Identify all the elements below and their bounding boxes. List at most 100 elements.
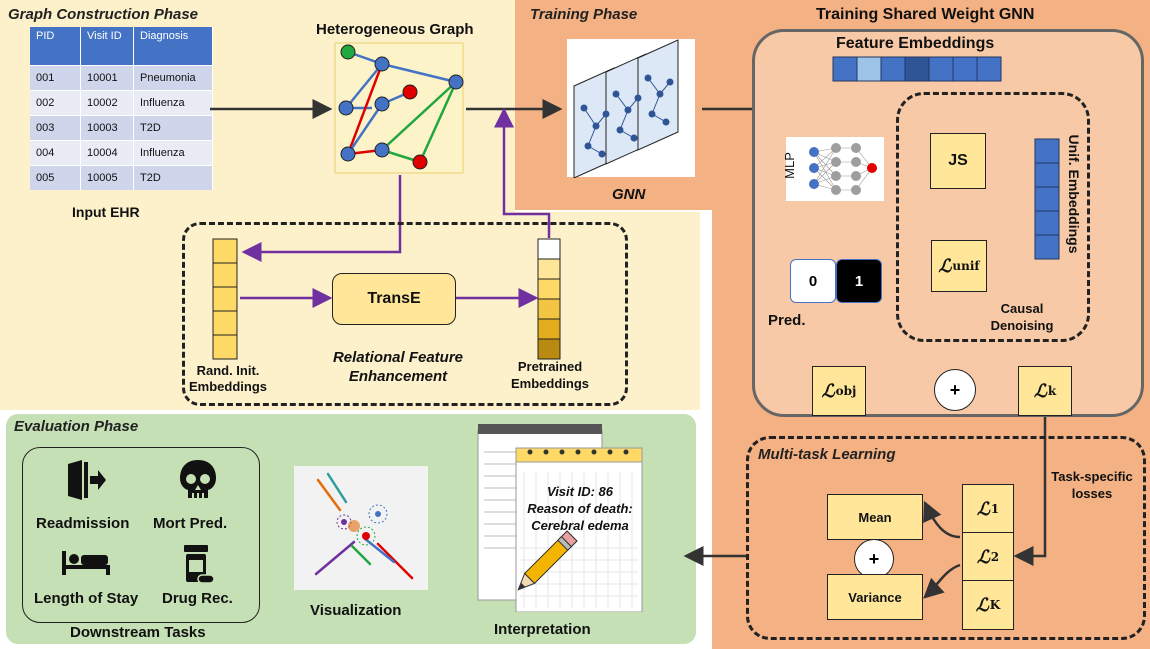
- relational-line2: Enhancement: [348, 368, 448, 385]
- pretrained-label: Pretrained Embeddings: [500, 358, 600, 392]
- task-specific-line1: Task-specific: [1051, 469, 1133, 484]
- mean-label: Mean: [858, 509, 892, 525]
- loss-2-sub: 2: [990, 550, 1000, 564]
- cell: 10004: [80, 140, 134, 166]
- cell: 001: [30, 65, 81, 91]
- cell: 10005: [80, 165, 134, 190]
- pred-zero-box: 0: [790, 259, 836, 303]
- cell: Influenza: [133, 90, 213, 116]
- loss-2-symbol: ℒ: [976, 546, 990, 568]
- multitask-box: [746, 436, 1146, 640]
- training-phase-title: Training Phase: [530, 6, 638, 23]
- input-ehr-caption: Input EHR: [72, 204, 140, 220]
- note-visit: Visit ID: 86: [547, 484, 613, 499]
- mlp-label: MLP: [781, 152, 797, 179]
- cell: Pneumonia: [133, 65, 213, 91]
- cell: T2D: [133, 165, 213, 190]
- loss-k-symbol: ℒ: [1033, 380, 1047, 402]
- exit-door-icon: [68, 460, 106, 500]
- mort-pred-label: Mort Pred.: [153, 515, 228, 532]
- col-header: PID: [30, 27, 81, 66]
- pred-one-label: 1: [854, 272, 864, 290]
- skull-icon: [180, 460, 216, 498]
- transe-label: TransE: [367, 290, 421, 307]
- mean-var-plus: +: [854, 539, 894, 579]
- relational-dashed-box: [182, 222, 628, 406]
- cell: 003: [30, 115, 81, 141]
- variance-label: Variance: [848, 589, 902, 605]
- unif-embeddings-label: Unif. Embeddings: [1066, 134, 1082, 254]
- loss-K-sub: K: [989, 598, 1001, 612]
- note-disease: Cerebral edema: [531, 518, 629, 533]
- interpretation-label: Interpretation: [494, 621, 591, 638]
- variance-box: Variance: [827, 574, 923, 620]
- causal-line1: Causal: [1000, 301, 1044, 316]
- cell: 005: [30, 165, 81, 190]
- pencil-icon: [517, 530, 578, 591]
- js-box: JS: [930, 133, 986, 189]
- pill-bottle-icon: [184, 545, 215, 584]
- visualization-label: Visualization: [310, 602, 402, 619]
- downstream-label: Downstream Tasks: [70, 624, 206, 641]
- causal-label: Causal Denoising: [982, 300, 1062, 334]
- rand-init-line1: Rand. Init.: [196, 363, 260, 378]
- pretrained-line2: Embeddings: [510, 376, 589, 391]
- cell: 10002: [80, 90, 134, 116]
- loss-1-symbol: ℒ: [976, 498, 990, 520]
- js-label: JS: [948, 152, 968, 169]
- plus-circle: +: [934, 369, 976, 411]
- loss-k-sub: k: [1047, 384, 1057, 398]
- drug-rec-label: Drug Rec.: [162, 590, 233, 607]
- cell: 10003: [80, 115, 134, 141]
- task-specific-label: Task-specific losses: [1040, 468, 1144, 502]
- eval-phase-title: Evaluation Phase: [14, 418, 139, 435]
- readmission-label: Readmission: [36, 515, 130, 532]
- loss-unif-sub: unif: [952, 259, 980, 273]
- loss-1-sub: 1: [990, 502, 1000, 516]
- mlp-network-icon: [809, 143, 877, 195]
- hetero-graph: [334, 42, 464, 174]
- length-of-stay-label: Length of Stay: [34, 590, 139, 607]
- downstream-box: [22, 447, 260, 623]
- graph-phase-title: Graph Construction Phase: [8, 6, 199, 23]
- cell: Influenza: [133, 140, 213, 166]
- rand-init-line2: Embeddings: [188, 379, 267, 394]
- pred-zero-label: 0: [808, 272, 818, 290]
- note-reason: Reason of death:: [527, 501, 633, 516]
- multitask-title: Multi-task Learning: [758, 446, 896, 463]
- pretrained-embedding-stack: [537, 238, 561, 360]
- hetero-graph-title: Heterogeneous Graph: [316, 21, 474, 38]
- col-header: Visit ID: [80, 27, 134, 66]
- task-specific-line2: losses: [1071, 486, 1113, 501]
- col-header: Diagnosis: [133, 27, 213, 66]
- relational-line1: Relational Feature: [332, 349, 464, 366]
- visualization-scatter: [294, 466, 428, 590]
- cell: 004: [30, 140, 81, 166]
- random-embedding-stack: [212, 238, 238, 360]
- cell: 10001: [80, 65, 134, 91]
- causal-denoising-box: [896, 92, 1090, 342]
- unif-embedding-stack: [1034, 138, 1060, 260]
- transe-box: TransE: [332, 273, 456, 325]
- causal-line2: Denoising: [990, 318, 1054, 333]
- gnn-layers-illustration: [567, 39, 695, 178]
- mean-var-plus-label: +: [868, 548, 880, 569]
- note-text: Visit ID: 86 Reason of death: Cerebral e…: [520, 483, 640, 534]
- cell: 002: [30, 90, 81, 116]
- pred-one-box: 1: [836, 259, 882, 303]
- cell: T2D: [133, 115, 213, 141]
- loss-unif-symbol: ℒ: [938, 255, 952, 277]
